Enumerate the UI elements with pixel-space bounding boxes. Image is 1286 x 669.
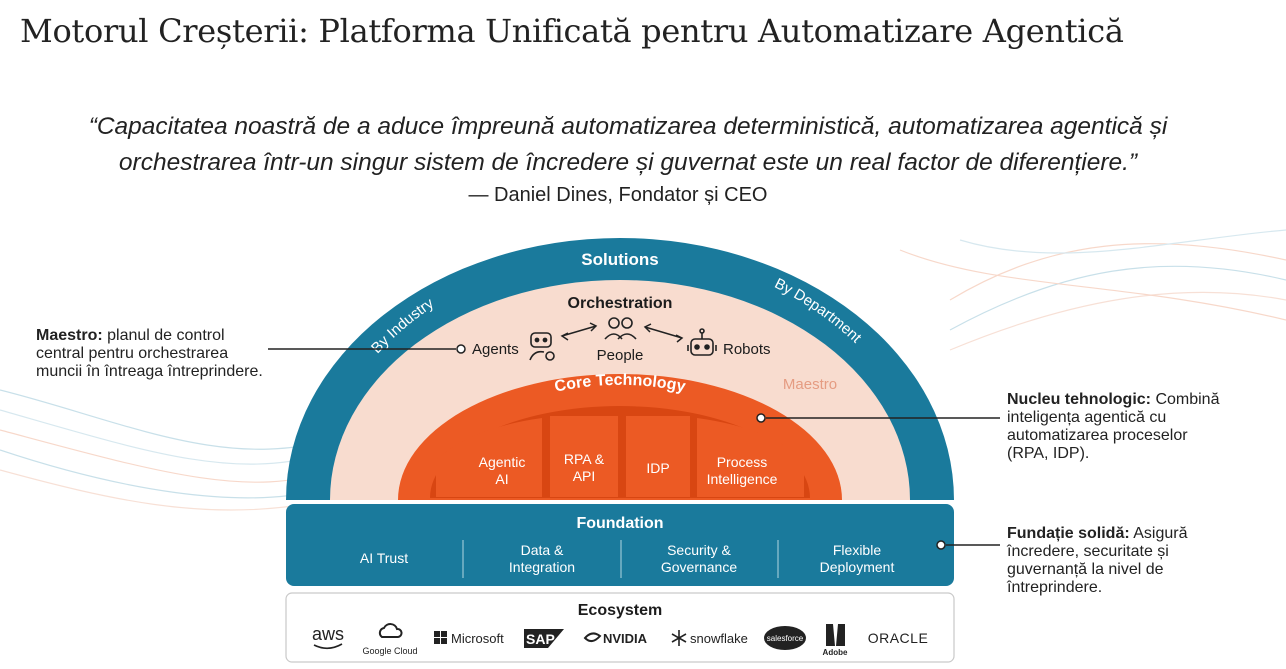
core-item-process-l1: Process	[717, 454, 768, 470]
sap-logo: SAP	[524, 629, 564, 648]
foundation-leader-dot	[936, 540, 946, 550]
foundation-item-data-l2: Integration	[509, 559, 575, 575]
agents-label: Agents	[472, 341, 519, 358]
foundation-label: Foundation	[576, 515, 663, 532]
svg-text:Google Cloud: Google Cloud	[362, 646, 417, 656]
core-callout: Nucleu tehnologic: Combină inteligența a…	[1007, 391, 1257, 463]
foundation-callout-line1: Asigură	[1129, 525, 1188, 542]
people-icon	[604, 317, 637, 340]
foundation-callout: Fundație solidă: Asigură încredere, secu…	[1007, 525, 1257, 597]
svg-text:Microsoft: Microsoft	[451, 631, 504, 646]
maestro-callout-line2: central pentru orchestrarea	[36, 345, 229, 362]
core-leader-dot	[756, 413, 766, 423]
maestro-callout-title: Maestro:	[36, 327, 103, 344]
oracle-logo: ORACLE	[868, 630, 929, 646]
svg-text:Adobe: Adobe	[823, 648, 848, 657]
foundation-callout-line2: încredere, securitate și	[1007, 543, 1169, 560]
core-item-process-l2: Intelligence	[707, 471, 778, 487]
core-boxes	[436, 416, 804, 497]
page-title: Motorul Creșterii: Platforma Unificată p…	[20, 12, 1124, 50]
svg-text:aws: aws	[312, 624, 344, 644]
maestro-label: Maestro	[783, 376, 837, 393]
core-item-idp: IDP	[646, 460, 669, 476]
core-technology-label: Core Technology	[553, 372, 687, 396]
google-cloud-logo: Google Cloud	[362, 623, 418, 656]
microsoft-logo: Microsoft	[434, 631, 504, 646]
robot-icon	[687, 328, 717, 356]
core-callout-line3: automatizarea proceselor	[1007, 427, 1188, 444]
core-callout-line1: Combină	[1151, 391, 1220, 408]
maestro-callout-line3: muncii în întreaga întreprindere.	[36, 363, 263, 380]
foundation-item-ai-trust: AI Trust	[360, 550, 408, 566]
foundation-item-security-l2: Governance	[661, 559, 737, 575]
orchestration-label: Orchestration	[568, 295, 673, 312]
core-item-rpa-l1: RPA &	[564, 451, 605, 467]
quote-author: — Daniel Dines, Fondator și CEO	[468, 184, 768, 206]
foundation-item-flexible-l2: Deployment	[820, 559, 895, 575]
quote-line-2: orchestrarea într-un singur sistem de în…	[118, 149, 1138, 176]
solutions-label: Solutions	[581, 250, 658, 269]
quote-line-1: “Capacitatea noastră de a aduce împreună…	[88, 113, 1168, 140]
foundation-bar	[286, 504, 954, 586]
core-callout-title: Nucleu tehnologic:	[1007, 391, 1151, 408]
ecosystem-label: Ecosystem	[578, 602, 663, 619]
agent-icon	[529, 332, 555, 361]
svg-text:snowflake: snowflake	[690, 631, 748, 646]
nvidia-logo: NVIDIA	[583, 631, 648, 646]
svg-text:salesforce: salesforce	[767, 634, 804, 643]
snowflake-logo: snowflake	[671, 630, 748, 646]
maestro-callout-line1: planul de control	[102, 327, 225, 344]
svg-text:SAP: SAP	[526, 631, 555, 647]
maestro-callout: Maestro: planul de control central pentr…	[36, 327, 276, 381]
adobe-logo: Adobe	[823, 624, 848, 657]
foundation-item-security-l1: Security &	[667, 542, 731, 558]
core-callout-line2: inteligența agentică cu	[1007, 409, 1167, 426]
foundation-callout-title: Fundație solidă:	[1007, 525, 1130, 542]
salesforce-logo: salesforce	[764, 626, 806, 650]
foundation-item-data-l1: Data &	[521, 542, 564, 558]
core-callout-line4: (RPA, IDP).	[1007, 445, 1090, 462]
svg-text:NVIDIA: NVIDIA	[603, 631, 648, 646]
core-item-rpa-l2: API	[573, 468, 596, 484]
foundation-callout-line3: guvernanță la nivel de	[1007, 561, 1164, 578]
aws-logo: aws	[312, 624, 344, 650]
arrow-people-robots	[643, 323, 684, 343]
arrow-agents-people	[560, 322, 598, 341]
people-label: People	[597, 347, 644, 364]
core-item-agentic-ai-l1: Agentic	[479, 454, 526, 470]
maestro-leader-dot	[456, 344, 466, 354]
core-item-agentic-ai-l2: AI	[495, 471, 508, 487]
foundation-callout-line4: întreprindere.	[1007, 579, 1103, 596]
robots-label: Robots	[723, 341, 771, 358]
foundation-item-flexible-l1: Flexible	[833, 542, 881, 558]
